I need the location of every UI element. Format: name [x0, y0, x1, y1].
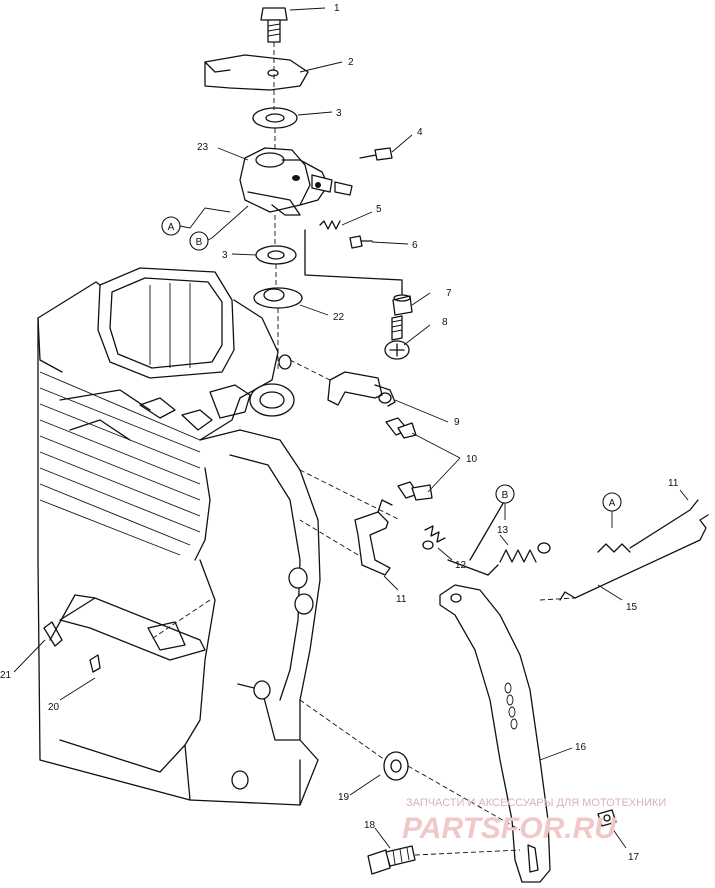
callout-11-right: 11: [668, 478, 679, 489]
part-8-screw: [384, 315, 410, 360]
part-6-screw: [349, 235, 373, 249]
callout-23: 23: [197, 142, 209, 153]
ref-marker-a-left: A: [161, 216, 181, 236]
part-2-plate: [204, 54, 309, 91]
callout-19: 19: [338, 792, 350, 803]
part-11-bracket: [354, 499, 393, 576]
callout-1: 1: [334, 3, 340, 14]
callout-4: 4: [417, 127, 423, 138]
callout-21: 21: [0, 670, 12, 681]
part-1-bolt: [260, 7, 288, 43]
ref-marker-b-right-label: B: [502, 490, 509, 501]
assembly-lines: [149, 42, 576, 856]
callout-3-lower: 3: [222, 250, 228, 261]
part-12-spring: [422, 525, 446, 550]
part-17-nut: [597, 809, 617, 827]
ref-marker-a-right-label: A: [609, 498, 616, 509]
part-13-spring: [487, 542, 551, 576]
part-7-spacer: [392, 294, 413, 316]
callout-2: 2: [348, 57, 354, 68]
ref-marker-a-right: A: [602, 492, 622, 512]
callout-5: 5: [376, 204, 382, 215]
part-9-bracket: [327, 371, 396, 407]
engine-block: [37, 267, 321, 806]
watermark-logo: PARTSFOR.RU: [402, 812, 617, 845]
callout-18: 18: [364, 820, 376, 831]
part-callouts: 1 2 3 4 23 5 6 3 22 7 8 9 10 12 11 13 15…: [0, 3, 679, 863]
callout-22: 22: [333, 312, 345, 323]
part-19-washer: [383, 751, 409, 781]
callout-16: 16: [575, 742, 587, 753]
callout-12: 12: [455, 560, 467, 571]
watermark: ЗАПЧАСТИ И АКСЕССУАРЫ ДЛЯ МОТОТЕХНИКИ PA…: [402, 797, 666, 845]
part-3-washer-top: [252, 107, 298, 129]
part-10-bolt-lower: [397, 481, 433, 501]
ref-marker-b-left-label: B: [196, 237, 203, 248]
callout-8: 8: [442, 317, 448, 328]
callout-15: 15: [626, 602, 638, 613]
callout-7: 7: [446, 288, 452, 299]
callout-20: 20: [48, 702, 60, 713]
callout-10: 10: [466, 454, 478, 465]
leader-lines: [13, 7, 689, 849]
part-16-lever: [439, 584, 551, 883]
part-5-spring: [319, 220, 341, 230]
callout-17: 17: [628, 852, 640, 863]
watermark-caption: ЗАПЧАСТИ И АКСЕССУАРЫ ДЛЯ МОТОТЕХНИКИ: [406, 797, 666, 809]
ref-marker-b-right: B: [495, 484, 515, 504]
part-23-governor-plate: [239, 147, 353, 216]
callout-6: 6: [412, 240, 418, 251]
callout-3-top: 3: [336, 108, 342, 119]
ref-marker-a-left-label: A: [168, 222, 175, 233]
part-10-bolt-upper: [385, 417, 417, 439]
callout-11: 11: [396, 594, 407, 605]
ref-marker-b-left: B: [189, 231, 209, 251]
part-18-bolt: [367, 845, 416, 875]
part-3-washer-lower: [255, 245, 297, 265]
callout-9: 9: [454, 417, 460, 428]
part-15-link-rod: [559, 514, 709, 601]
part-11-spring-right: [597, 499, 699, 553]
part-4-screw: [359, 147, 393, 161]
callout-13: 13: [497, 525, 509, 536]
part-22-bushing: [253, 287, 303, 309]
